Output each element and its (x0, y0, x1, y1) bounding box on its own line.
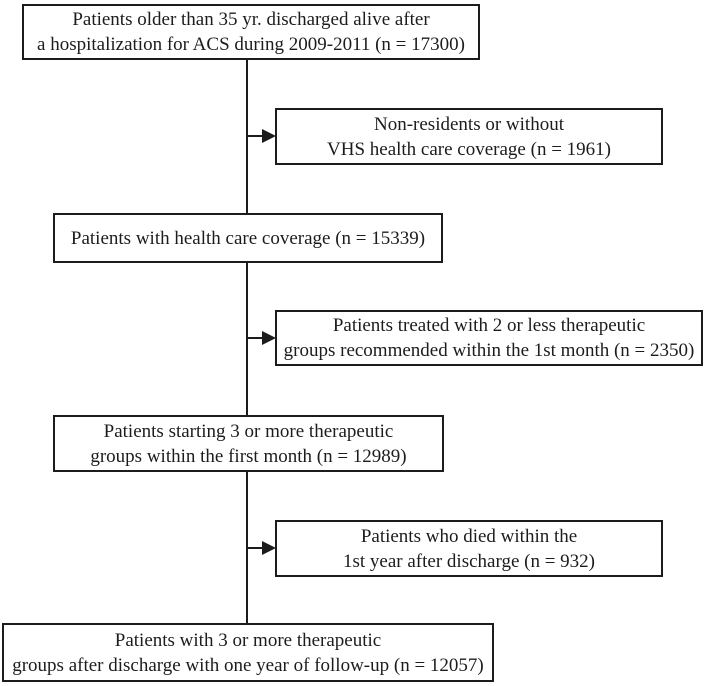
node-text-line: Patients with 3 or more therapeutic (114, 629, 382, 651)
node-text-line: Patients treated with 2 or less therapeu… (332, 315, 646, 336)
node-eligible-patients-box: Patients older than 35 yr. discharged al… (22, 4, 480, 60)
node-excluded-died-first-year-box: Patients who died within the 1st year af… (275, 520, 663, 577)
node-text-line: Patients starting 3 or more therapeutic (103, 420, 394, 442)
node-text-line: Patients who died within the (360, 525, 578, 547)
main-vertical-connector-line (246, 59, 248, 624)
node-text-line: groups recommended within the 1st month … (283, 340, 695, 361)
node-text-line: Non-residents or without (374, 113, 564, 135)
node-final-cohort-box: Patients with 3 or more therapeutic grou… (2, 623, 494, 682)
node-text-line: 1st year after discharge (n = 932) (343, 550, 595, 572)
node-starting-3-or-more-groups-box: Patients starting 3 or more therapeutic … (53, 415, 444, 472)
arrow-head-icon (262, 129, 276, 143)
arrow-head-icon (262, 331, 276, 345)
arrow-stem-to-excluded-non-residents (248, 135, 264, 137)
arrow-stem-to-excluded-died (248, 547, 264, 549)
node-text-line: groups after discharge with one year of … (12, 654, 484, 676)
node-excluded-2-or-less-groups-box: Patients treated with 2 or less therapeu… (275, 310, 703, 366)
node-text-line: Patients older than 35 yr. discharged al… (72, 9, 430, 30)
arrow-head-icon (262, 541, 276, 555)
node-excluded-non-residents-box: Non-residents or without VHS health care… (275, 108, 663, 165)
node-text-line: a hospitalization for ACS during 2009-20… (37, 34, 465, 55)
node-text-line: groups within the first month (n = 12989… (90, 445, 407, 467)
node-text-line: VHS health care coverage (n = 1961) (327, 138, 611, 160)
node-health-care-coverage-box: Patients with health care coverage (n = … (53, 213, 443, 263)
arrow-stem-to-excluded-2-or-less (248, 337, 264, 339)
node-text-line: Patients with health care coverage (n = … (70, 227, 426, 249)
